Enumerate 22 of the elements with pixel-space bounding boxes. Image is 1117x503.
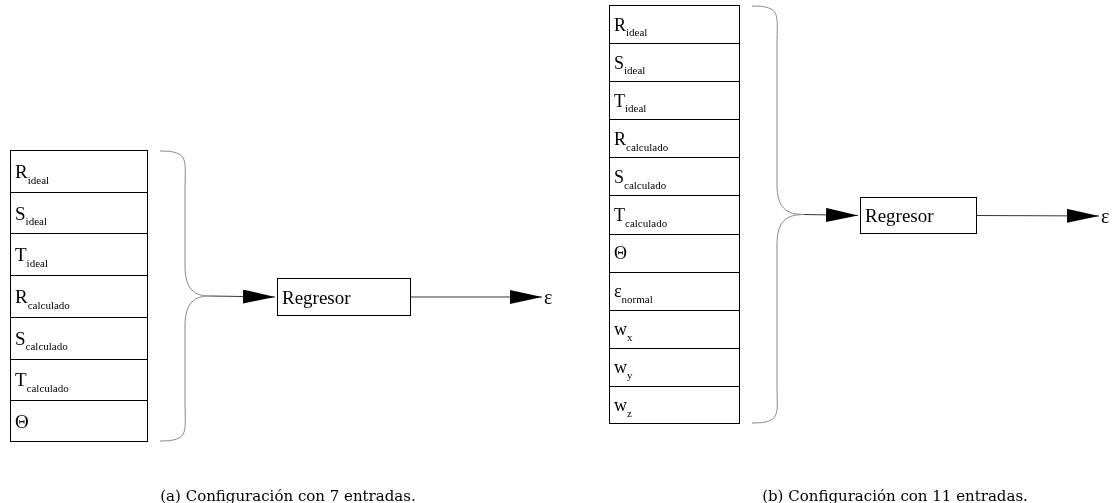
input-cell: w$_{z}$ [609, 385, 740, 424]
input-cell: T$_{ideal}$ [10, 233, 148, 277]
input-cell: S$_{ideal}$ [10, 191, 148, 235]
input-cell: T$_{calculado}$ [10, 358, 148, 402]
process-box: Regresor [860, 197, 977, 234]
input-cell: R$_{ideal}$ [10, 150, 148, 193]
input-cell: S$_{calculado}$ [10, 316, 148, 360]
process-box: Regresor [277, 278, 411, 316]
output-symbol: ε [1101, 204, 1117, 228]
output-symbol: ε [544, 285, 562, 309]
input-cell: w$_{x}$ [609, 309, 740, 349]
input-cell: S$_{calculado}$ [609, 157, 740, 197]
input-cell: R$_{ideal}$ [609, 5, 740, 45]
input-cell: ε$_{normal}$ [609, 271, 740, 311]
input-cell: S$_{ideal}$ [609, 43, 740, 83]
input-cell: R$_{calculado}$ [10, 275, 148, 318]
input-cell: Θ [10, 400, 148, 442]
input-cell: T$_{ideal}$ [609, 81, 740, 121]
input-cell: R$_{calculado}$ [609, 119, 740, 159]
input-cell: w$_{y}$ [609, 347, 740, 387]
input-cell: T$_{calculado}$ [609, 195, 740, 235]
input-cell: Θ [609, 233, 740, 273]
